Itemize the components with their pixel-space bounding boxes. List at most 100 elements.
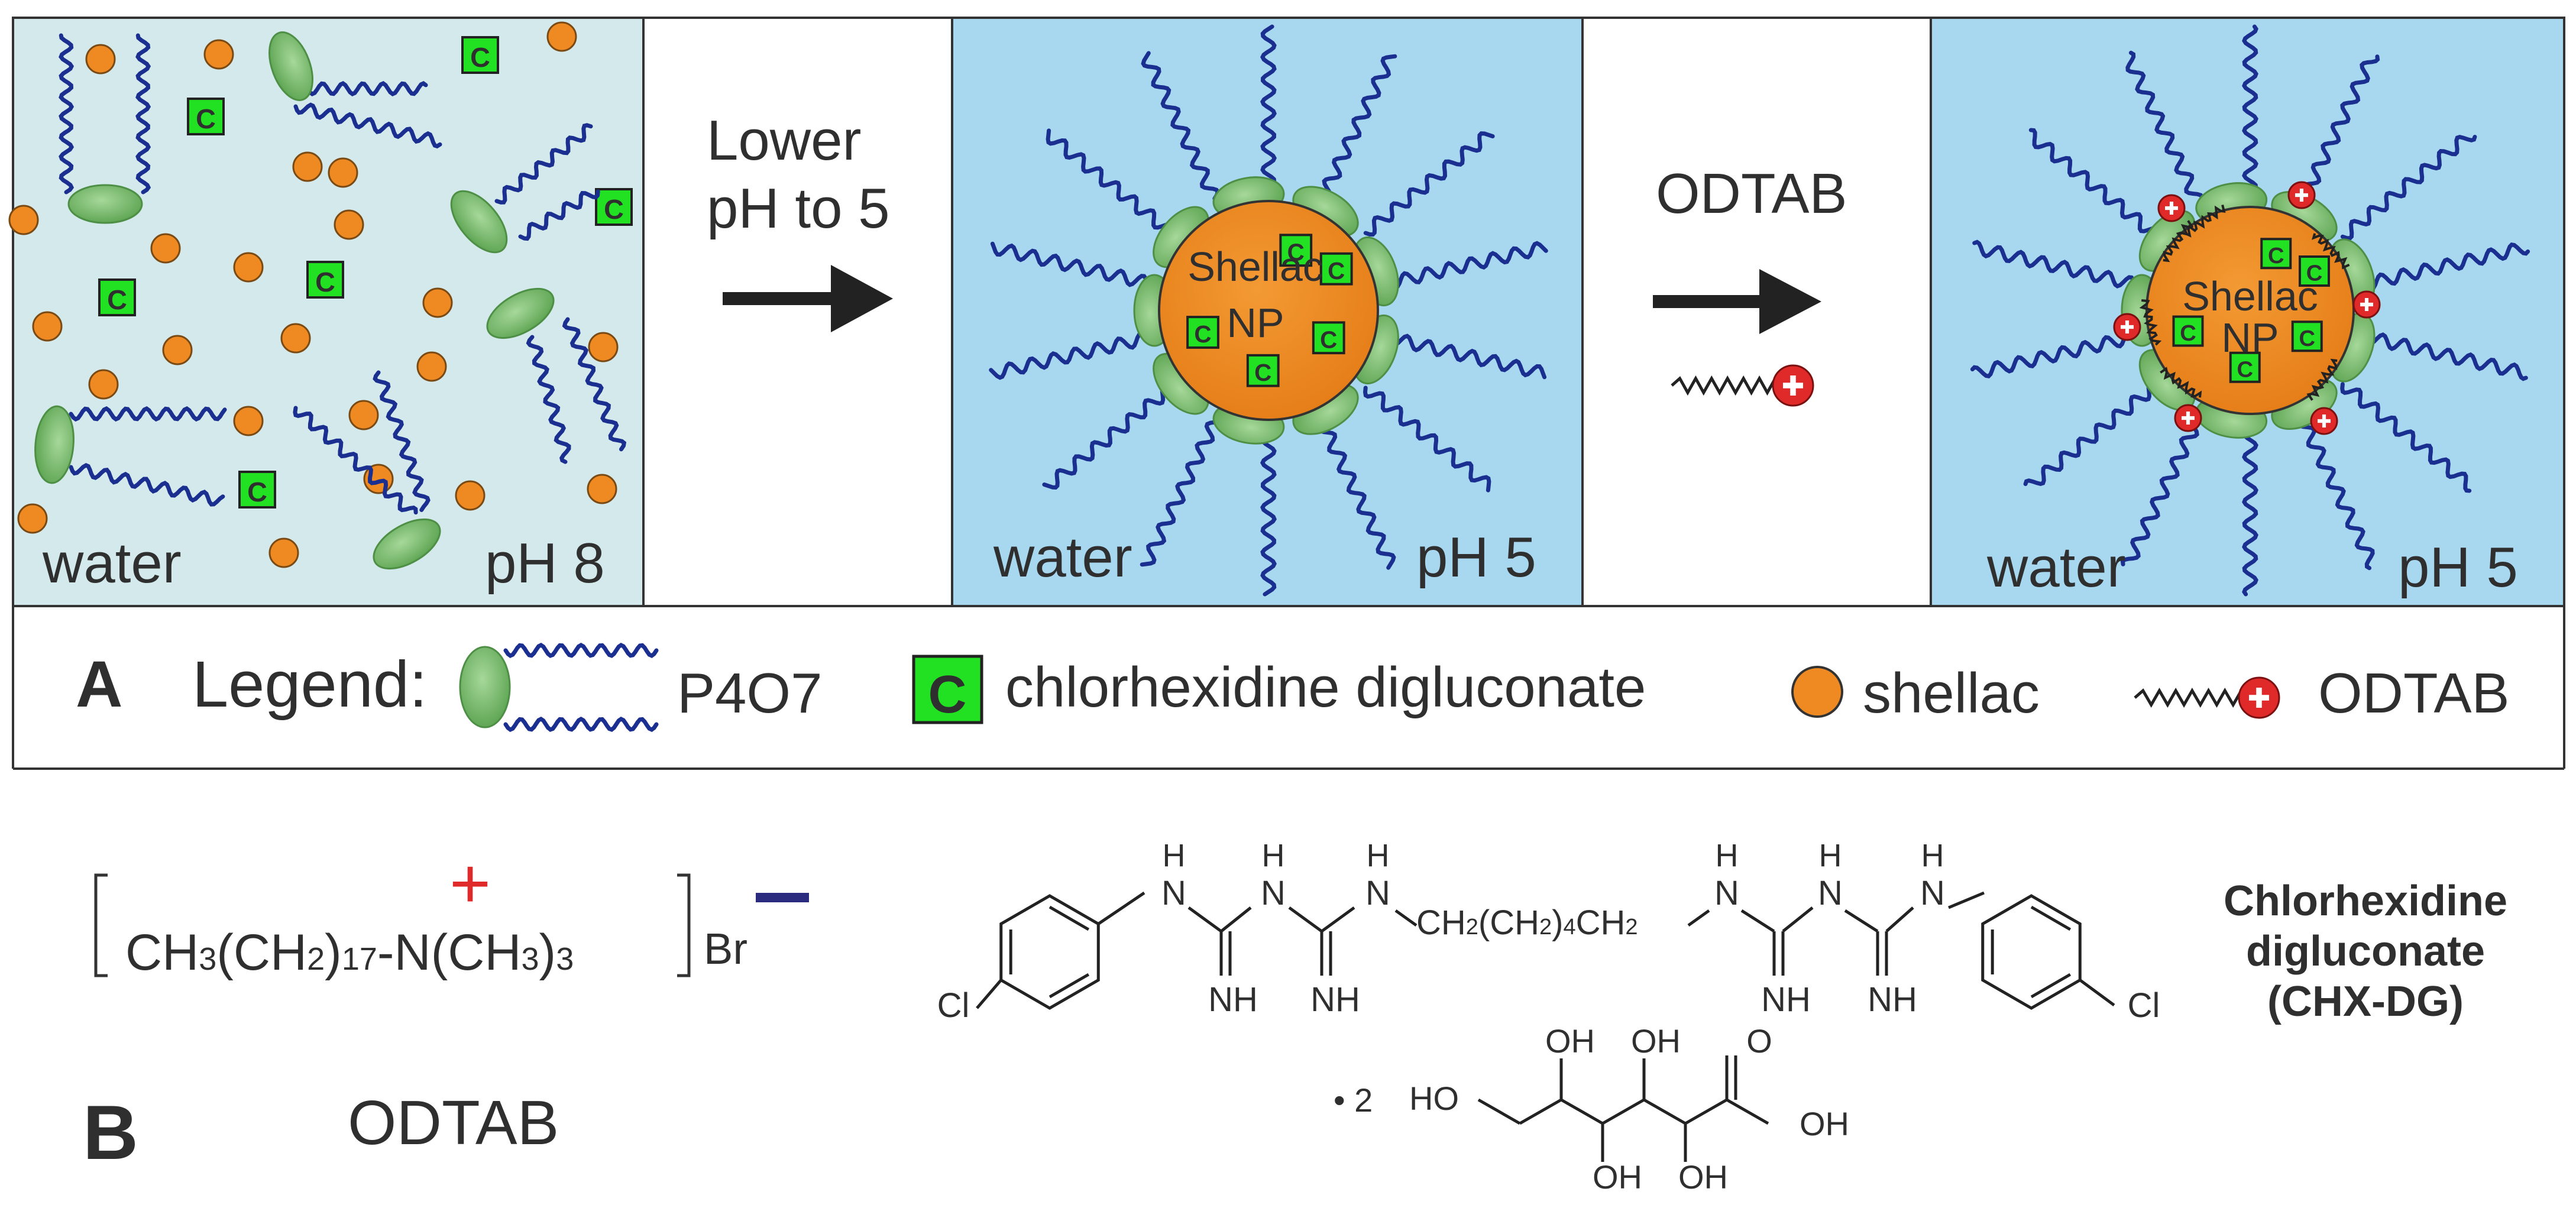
p4o7-tail	[305, 80, 428, 97]
chem-atom-label: N	[1714, 874, 1739, 912]
chem-atom-label: Cl	[937, 986, 970, 1025]
svg-text:C: C	[2237, 357, 2253, 382]
shellac-particle	[150, 233, 181, 264]
chx-molecule: C	[238, 471, 276, 509]
shellac-particle	[203, 39, 234, 70]
chem-atom-label: H	[1921, 838, 1944, 873]
step-add-odtab: ODTAB	[1653, 162, 1847, 407]
odtab-molecule	[1671, 364, 1814, 407]
chem-atom-label: H	[1367, 838, 1390, 873]
legend-p4o7-label: P4O7	[677, 662, 822, 725]
shellac-particle	[422, 287, 453, 318]
chx-molecule: C	[187, 98, 225, 135]
step-lower-ph: Lower pH to 5	[707, 109, 893, 332]
p4o7-tail	[518, 189, 600, 241]
svg-text:C: C	[1254, 359, 1271, 386]
legend-shellac-icon	[1791, 666, 1843, 718]
odtab-minus-charge	[756, 893, 809, 902]
odtab-chain	[2306, 358, 2338, 401]
legend-odtab-label: ODTAB	[2318, 662, 2510, 725]
shellac-particle	[17, 503, 48, 534]
shellac-particle	[85, 44, 116, 75]
chem-atom-label: HO	[1409, 1080, 1459, 1117]
odtab-chain	[2160, 367, 2202, 398]
chem-atom-label: N	[1920, 874, 1945, 912]
p4o7-head	[268, 31, 313, 101]
svg-text:C: C	[2268, 243, 2284, 268]
svg-text:C: C	[2180, 320, 2196, 346]
legend-title: Legend:	[192, 648, 428, 721]
step-lower-ph-line2: pH to 5	[707, 177, 890, 240]
chem-atom-label: NH	[1868, 980, 1917, 1019]
formula-left-bracket	[94, 873, 108, 977]
chx-molecule: C	[595, 188, 633, 226]
p4o7-tail	[2363, 242, 2530, 292]
shellac-particle	[416, 351, 447, 382]
step-add-odtab-arrow-icon	[1653, 269, 1821, 334]
shellac-particle	[292, 151, 323, 182]
chx-molecule: C	[306, 261, 344, 299]
p4o7-tail	[2363, 332, 2528, 381]
p4o7-tail	[2340, 382, 2472, 493]
chx-molecule: C	[461, 36, 499, 74]
box-nanoparticle-core-line1: Shellac	[1187, 244, 1323, 290]
svg-text:C: C	[604, 194, 624, 225]
p4o7-tail	[1970, 329, 2137, 378]
step-add-odtab-label: ODTAB	[1656, 162, 1847, 225]
chem-atom-label: H	[1819, 838, 1842, 873]
box-ph8-ph-label: pH 8	[485, 532, 605, 595]
legend: A Legend: P4O7 C chlorhexidine diglucona…	[76, 642, 2510, 733]
chem-atom-label: N	[1261, 874, 1286, 912]
shellac-particle	[32, 311, 63, 342]
chx-molecule: C	[1279, 234, 1313, 267]
shellac-particle	[348, 400, 379, 430]
shellac-particle	[334, 209, 364, 240]
p4o7-head	[450, 190, 508, 254]
p4o7-tail	[1260, 432, 1277, 597]
p4o7-tail	[2120, 414, 2201, 566]
chem-atom-label: H	[1163, 838, 1186, 873]
p4o7-tail	[2242, 24, 2258, 195]
odtab-chain	[2312, 233, 2350, 270]
box-coated-ph-label: pH 5	[2398, 536, 2518, 599]
svg-text:C: C	[1320, 326, 1337, 353]
step-lower-ph-arrow-icon	[723, 265, 893, 332]
p4o7-tail	[2028, 128, 2160, 239]
p4o7-tail	[59, 33, 75, 195]
chem-atom-label: OH	[1678, 1158, 1728, 1196]
hexamethylene-chain: CH2(CH2)4CH2	[1416, 903, 1638, 942]
shellac-particle	[268, 537, 299, 568]
box-ph8: C C C C C C water pH 8	[8, 17, 645, 607]
p4o7-tail	[2296, 414, 2375, 571]
chx-molecule: C	[1319, 252, 1353, 286]
chlorophenyl-ring-left	[999, 894, 1100, 1010]
shellac-particle	[8, 205, 39, 235]
p4o7-tail	[2125, 50, 2205, 206]
svg-text:C: C	[196, 103, 216, 134]
svg-text:C: C	[107, 284, 127, 315]
p4o7-tail	[2340, 134, 2477, 241]
plus-charge-icon	[2287, 181, 2316, 209]
chx-molecule: C	[98, 278, 136, 316]
shellac-particle	[233, 252, 264, 283]
svg-text:C: C	[470, 42, 490, 73]
p4o7-tail	[1042, 384, 1174, 490]
shellac-particle	[88, 369, 119, 400]
shellac-particle	[587, 474, 617, 504]
p4o7-tail	[373, 370, 431, 512]
p4o7-tail	[135, 33, 151, 195]
odtab-molecule	[2134, 676, 2280, 719]
p4o7-tail	[2023, 380, 2160, 487]
shellac-particle	[233, 406, 264, 436]
odtab-molecule-icon	[1671, 364, 1814, 407]
plus-charge-icon	[2352, 290, 2381, 319]
svg-text:digluconate: digluconate	[2246, 928, 2485, 975]
p4o7-head	[34, 405, 75, 484]
box-ph8-medium-label: water	[42, 532, 182, 595]
plus-charge-icon	[2157, 194, 2186, 222]
chx-molecule: C	[2172, 315, 2204, 347]
p4o7-tail	[293, 406, 418, 515]
